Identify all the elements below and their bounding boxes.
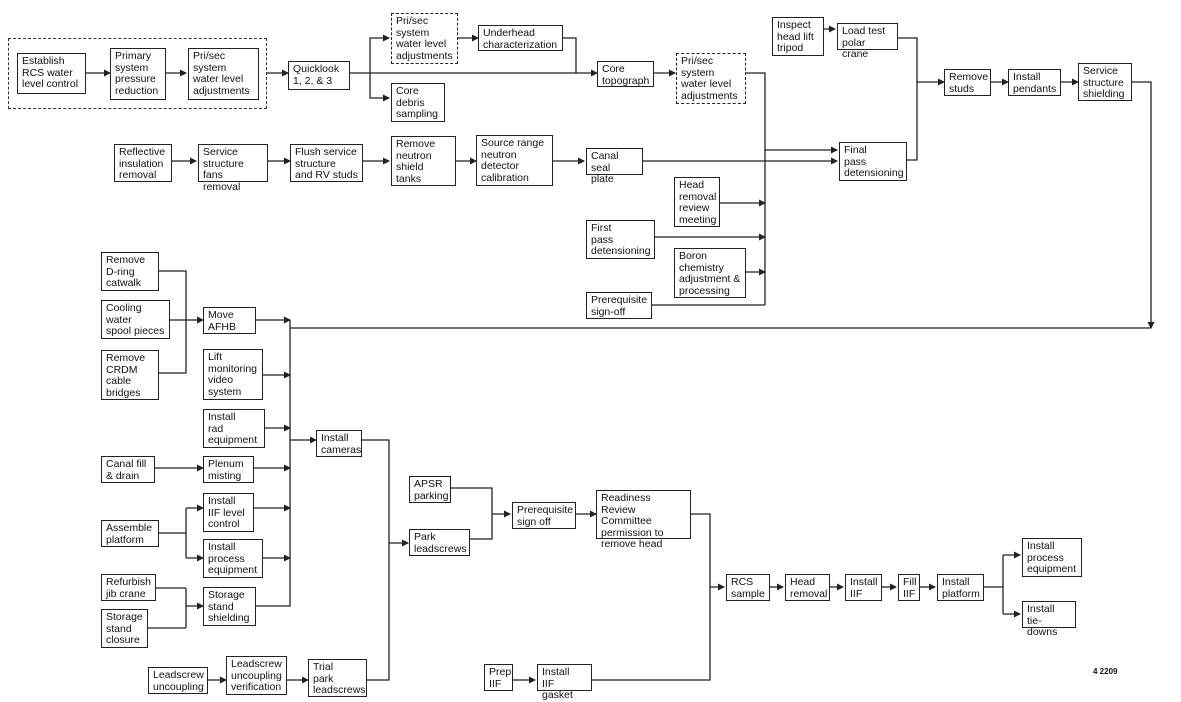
- first-pass-box: First pass detensioning: [586, 220, 655, 259]
- trial-park-box: Trial park leadscrews: [308, 659, 367, 697]
- initial-steps-group: [8, 38, 267, 109]
- cooling-water-box: Cooling water spool pieces: [101, 300, 170, 339]
- lift-monitoring-box: Lift monitoring video system: [203, 349, 263, 400]
- storage-shielding-box: Storage stand shielding: [203, 587, 256, 626]
- install-pendants-box: Install pendants: [1008, 69, 1061, 96]
- storage-closure-box: Storage stand closure: [101, 609, 148, 648]
- prisec-wl-1-box: Pri/sec system water level adjustments: [188, 48, 259, 100]
- primary-pressure-box: Primary system pressure reduction: [110, 48, 166, 100]
- install-process-2-box: Install process equipment: [1022, 538, 1082, 577]
- refurbish-jib-box: Refurbish jib crane: [101, 574, 156, 601]
- prisec-wl-3-box: Pri/sec system water level adjustments: [676, 53, 746, 104]
- canal-fill-box: Canal fill & drain: [101, 456, 155, 483]
- install-process-1-box: Install process equipment: [203, 539, 263, 578]
- rcs-sample-box: RCS sample: [726, 574, 770, 601]
- core-debris-box: Core debris sampling: [391, 83, 445, 122]
- quicklook-box: Quicklook 1, 2, & 3: [288, 61, 350, 90]
- underhead-char-box: Underhead characterization: [478, 25, 563, 51]
- head-removal-box: Head removal: [785, 574, 830, 601]
- reflective-insul-box: Reflective insulation removal: [114, 144, 172, 182]
- service-fans-box: Service structure fans removal: [198, 144, 268, 192]
- flush-service-box: Flush service structure and RV studs: [290, 144, 363, 182]
- install-platform-box: Install platform: [937, 574, 984, 601]
- canal-seal-box: Canal seal plate: [586, 148, 643, 185]
- prisec-wl-2-box: Pri/sec system water level adjustments: [391, 13, 458, 64]
- park-leadscrews-box: Park leadscrews: [409, 529, 470, 556]
- move-afhb-box: Move AFHB: [203, 307, 256, 334]
- head-removal-review-box: Head removal review meeting: [674, 177, 720, 227]
- remove-studs-box: Remove studs: [944, 69, 991, 96]
- fill-iif-box: Fill IIF: [898, 574, 920, 601]
- assemble-platform-box: Assemble platform: [101, 520, 159, 547]
- prep-iif-box: Prep IIF: [484, 664, 513, 691]
- service-struct-shield-box: Service structure shielding: [1078, 63, 1132, 101]
- install-tiedowns-box: Install tie-downs: [1022, 601, 1076, 638]
- prereq-signoff-1-box: Prerequisite sign-off: [586, 292, 652, 319]
- remove-crdm-box: Remove CRDM cable bridges: [101, 350, 159, 400]
- leadscrew-uncoupling-box: Leadscrew uncoupling: [148, 667, 208, 694]
- inspect-tripod-box: Inspect head lift tripod: [772, 17, 824, 56]
- plenum-misting-box: Plenum misting: [203, 456, 254, 483]
- final-pass-box: Final pass detensioning: [839, 142, 907, 181]
- readiness-review-box: Readiness Review Committee permission to…: [596, 490, 691, 550]
- prereq-signoff-2-box: Prerequisite sign off: [512, 502, 576, 529]
- apsr-parking-box: APSR parking: [409, 476, 451, 503]
- boron-chem-box: Boron chemistry adjustment & processing: [674, 248, 746, 298]
- remove-neutron-shield-box: Remove neutron shield tanks: [391, 136, 456, 186]
- install-iif-box: Install IIF: [845, 574, 882, 601]
- install-cameras-box: Install cameras: [316, 430, 362, 457]
- remove-dring-box: Remove D-ring catwalk: [101, 252, 159, 291]
- core-topograph-box: Core topograph: [597, 61, 654, 87]
- load-test-crane-box: Load test polar crane: [837, 23, 898, 60]
- source-range-box: Source range neutron detector calibratio…: [476, 135, 553, 186]
- figure-number: 4 2209: [1093, 667, 1118, 676]
- install-iif-gasket-box: Install IIF gasket: [537, 664, 592, 701]
- install-rad-box: Install rad equipment: [203, 409, 265, 448]
- establish-rcs-box: Establish RCS water level control: [17, 53, 86, 94]
- install-iif-level-box: Install IIF level control: [203, 493, 254, 532]
- leadscrew-verif-box: Leadscrew uncoupling verification: [226, 656, 287, 695]
